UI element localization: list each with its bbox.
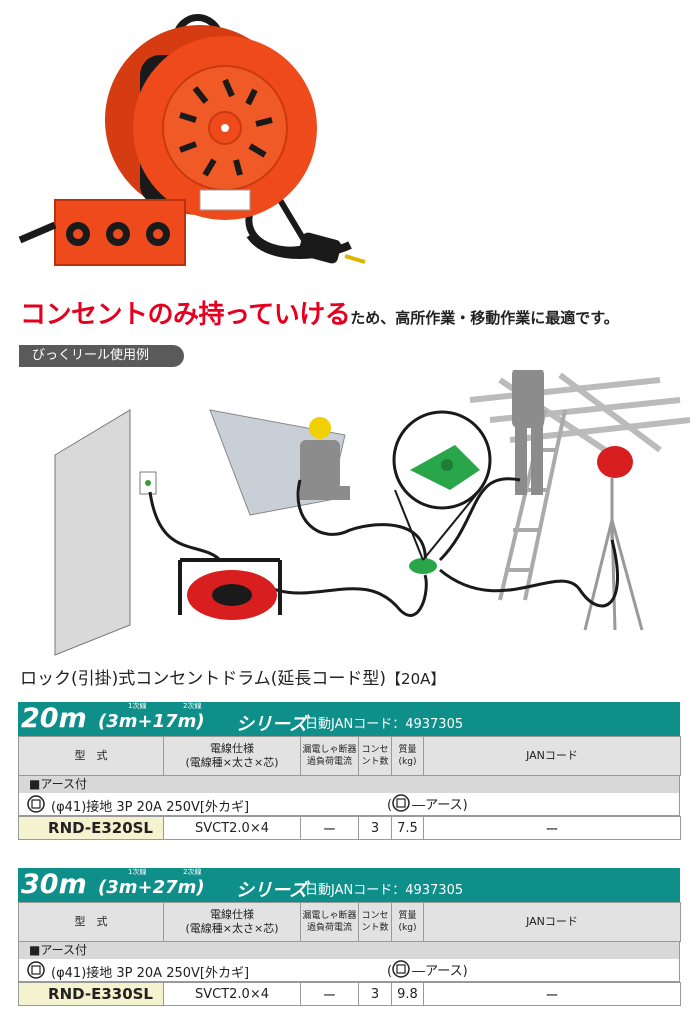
col-weight: 質量(kg): [391, 902, 424, 942]
outlet-spec: (φ41)接地 3P 20A 250V[外カギ]: [51, 800, 250, 815]
spec-table: 型 式 電線仕様(電線種×太さ×芯) 漏電しゃ断器過負荷電流 コンセント数 質量…: [18, 902, 681, 942]
col-outlets: コンセント数: [358, 736, 392, 776]
earth-outlet-icon: [392, 960, 410, 978]
table-row: RND-E330SL SVCT2.0×4 ー 3 9.8 ー: [18, 982, 681, 1006]
outlet-count: 3: [358, 816, 392, 840]
outlet-spec: (φ41)接地 3P 20A 250V[外カギ]: [51, 966, 250, 981]
outlet-spec-row: (φ41)接地 3P 20A 250V[外カギ] (―アース): [18, 793, 680, 816]
series-header: 20m (3m+17m) 1次線 2次線 シリーズ 日動JANコード：49373…: [18, 702, 680, 736]
breaker-value: ー: [300, 982, 359, 1006]
series-jan-label: 日動JANコード：4937305: [305, 717, 464, 732]
lock-outlet-icon: [27, 961, 45, 979]
series-jan-label: 日動JANコード：4937305: [305, 883, 464, 898]
series-length: 30m: [21, 869, 87, 900]
series-header: 30m (3m+27m) 1次線 2次線 シリーズ 日動JANコード：49373…: [18, 868, 680, 902]
model-number: RND-E330SL: [18, 982, 164, 1006]
col-wire: 電線仕様(電線種×太さ×芯): [163, 902, 301, 942]
headline-rest: ため、高所作業・移動作業に最適です。: [350, 309, 619, 327]
secondary-cord-note: 2次線: [183, 868, 202, 876]
outlet-count: 3: [358, 982, 392, 1006]
breaker-value: ー: [300, 816, 359, 840]
jan-value: ー: [423, 982, 681, 1006]
weight-value: 9.8: [391, 982, 424, 1006]
series-name: シリーズ: [236, 714, 308, 735]
series-length: 20m: [21, 703, 87, 734]
col-jan: JANコード: [423, 736, 681, 776]
series-config: (3m+17m): [98, 711, 205, 732]
secondary-cord-note: 2次線: [183, 702, 202, 710]
jan-value: ー: [423, 816, 681, 840]
headline-emphasis: コンセントのみ持っていける: [20, 300, 351, 330]
col-breaker: 漏電しゃ断器過負荷電流: [300, 902, 359, 942]
usage-illustration: [54, 370, 691, 656]
spec-data-table: RND-E320SL SVCT2.0×4 ー 3 7.5 ー: [18, 816, 681, 840]
earth-group-label: ■アース付: [18, 776, 680, 793]
cord-reel-product-image: [18, 14, 366, 266]
col-outlets: コンセント数: [358, 902, 392, 942]
col-weight: 質量(kg): [391, 736, 424, 776]
spec-data-table: RND-E330SL SVCT2.0×4 ー 3 9.8 ー: [18, 982, 681, 1006]
table-row: RND-E320SL SVCT2.0×4 ー 3 7.5 ー: [18, 816, 681, 840]
col-wire: 電線仕様(電線種×太さ×芯): [163, 736, 301, 776]
wire-spec: SVCT2.0×4: [163, 982, 301, 1006]
lock-outlet-icon: [27, 795, 45, 813]
product-title-main: ロック(引掛)式コンセントドラム(延長コード型): [20, 669, 387, 689]
col-model: 型 式: [18, 736, 164, 776]
earth-outlet-icon: [392, 794, 410, 812]
earth-note: (―アース): [387, 794, 468, 813]
col-breaker: 漏電しゃ断器過負荷電流: [300, 736, 359, 776]
product-title: ロック(引掛)式コンセントドラム(延長コード型)【20A】: [20, 664, 445, 689]
headline: コンセントのみ持っていけるため、高所作業・移動作業に最適です。: [20, 294, 700, 331]
outlet-spec-row: (φ41)接地 3P 20A 250V[外カギ] (―アース): [18, 959, 680, 982]
weight-value: 7.5: [391, 816, 424, 840]
wire-spec: SVCT2.0×4: [163, 816, 301, 840]
series-name: シリーズ: [236, 880, 308, 901]
primary-cord-note: 1次線: [128, 702, 147, 710]
col-jan: JANコード: [423, 902, 681, 942]
series-block-20m: 20m (3m+17m) 1次線 2次線 シリーズ 日動JANコード：49373…: [18, 702, 681, 840]
spec-table: 型 式 電線仕様(電線種×太さ×芯) 漏電しゃ断器過負荷電流 コンセント数 質量…: [18, 736, 681, 776]
earth-note: (―アース): [387, 960, 468, 979]
series-block-30m: 30m (3m+27m) 1次線 2次線 シリーズ 日動JANコード：49373…: [18, 868, 681, 1006]
earth-group-label: ■アース付: [18, 942, 680, 959]
product-title-amp: 【20A】: [386, 670, 446, 688]
model-number: RND-E320SL: [18, 816, 164, 840]
usage-example-label: びっくリール使用例: [19, 345, 184, 367]
series-config: (3m+27m): [98, 877, 205, 898]
primary-cord-note: 1次線: [128, 868, 147, 876]
col-model: 型 式: [18, 902, 164, 942]
